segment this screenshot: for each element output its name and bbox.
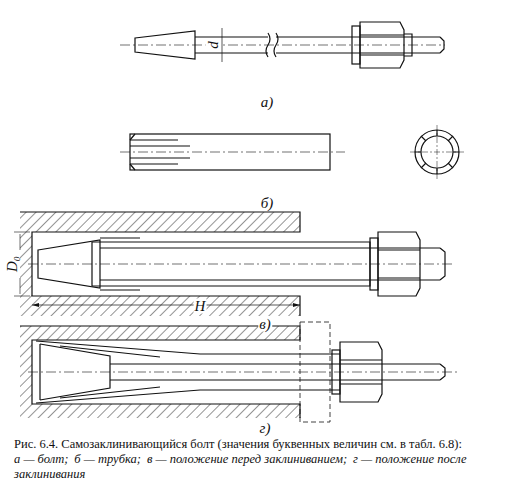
wall-after bbox=[20, 322, 460, 422]
bolt bbox=[120, 22, 445, 68]
tube bbox=[120, 125, 464, 179]
dimension-label: в) bbox=[258, 317, 272, 332]
dimension-label: D₀ bbox=[5, 255, 20, 273]
caption-item: а — болт; bbox=[14, 452, 68, 466]
caption-block: Рис. 6.4. Самозаклинивающийся болт (знач… bbox=[14, 437, 509, 482]
wall-before bbox=[14, 212, 455, 316]
dimension-label: б) bbox=[260, 196, 275, 211]
dimension-label: H bbox=[194, 299, 207, 314]
caption-item: в — положение перед заклиниванием; bbox=[147, 452, 347, 466]
dimension-label: d bbox=[206, 40, 221, 50]
dimension-label: г) bbox=[259, 421, 272, 436]
dimension-label: а) bbox=[260, 95, 275, 110]
caption-item: б — трубка; bbox=[74, 452, 141, 466]
figure-caption: Рис. 6.4. Самозаклинивающийся болт (знач… bbox=[14, 437, 462, 451]
